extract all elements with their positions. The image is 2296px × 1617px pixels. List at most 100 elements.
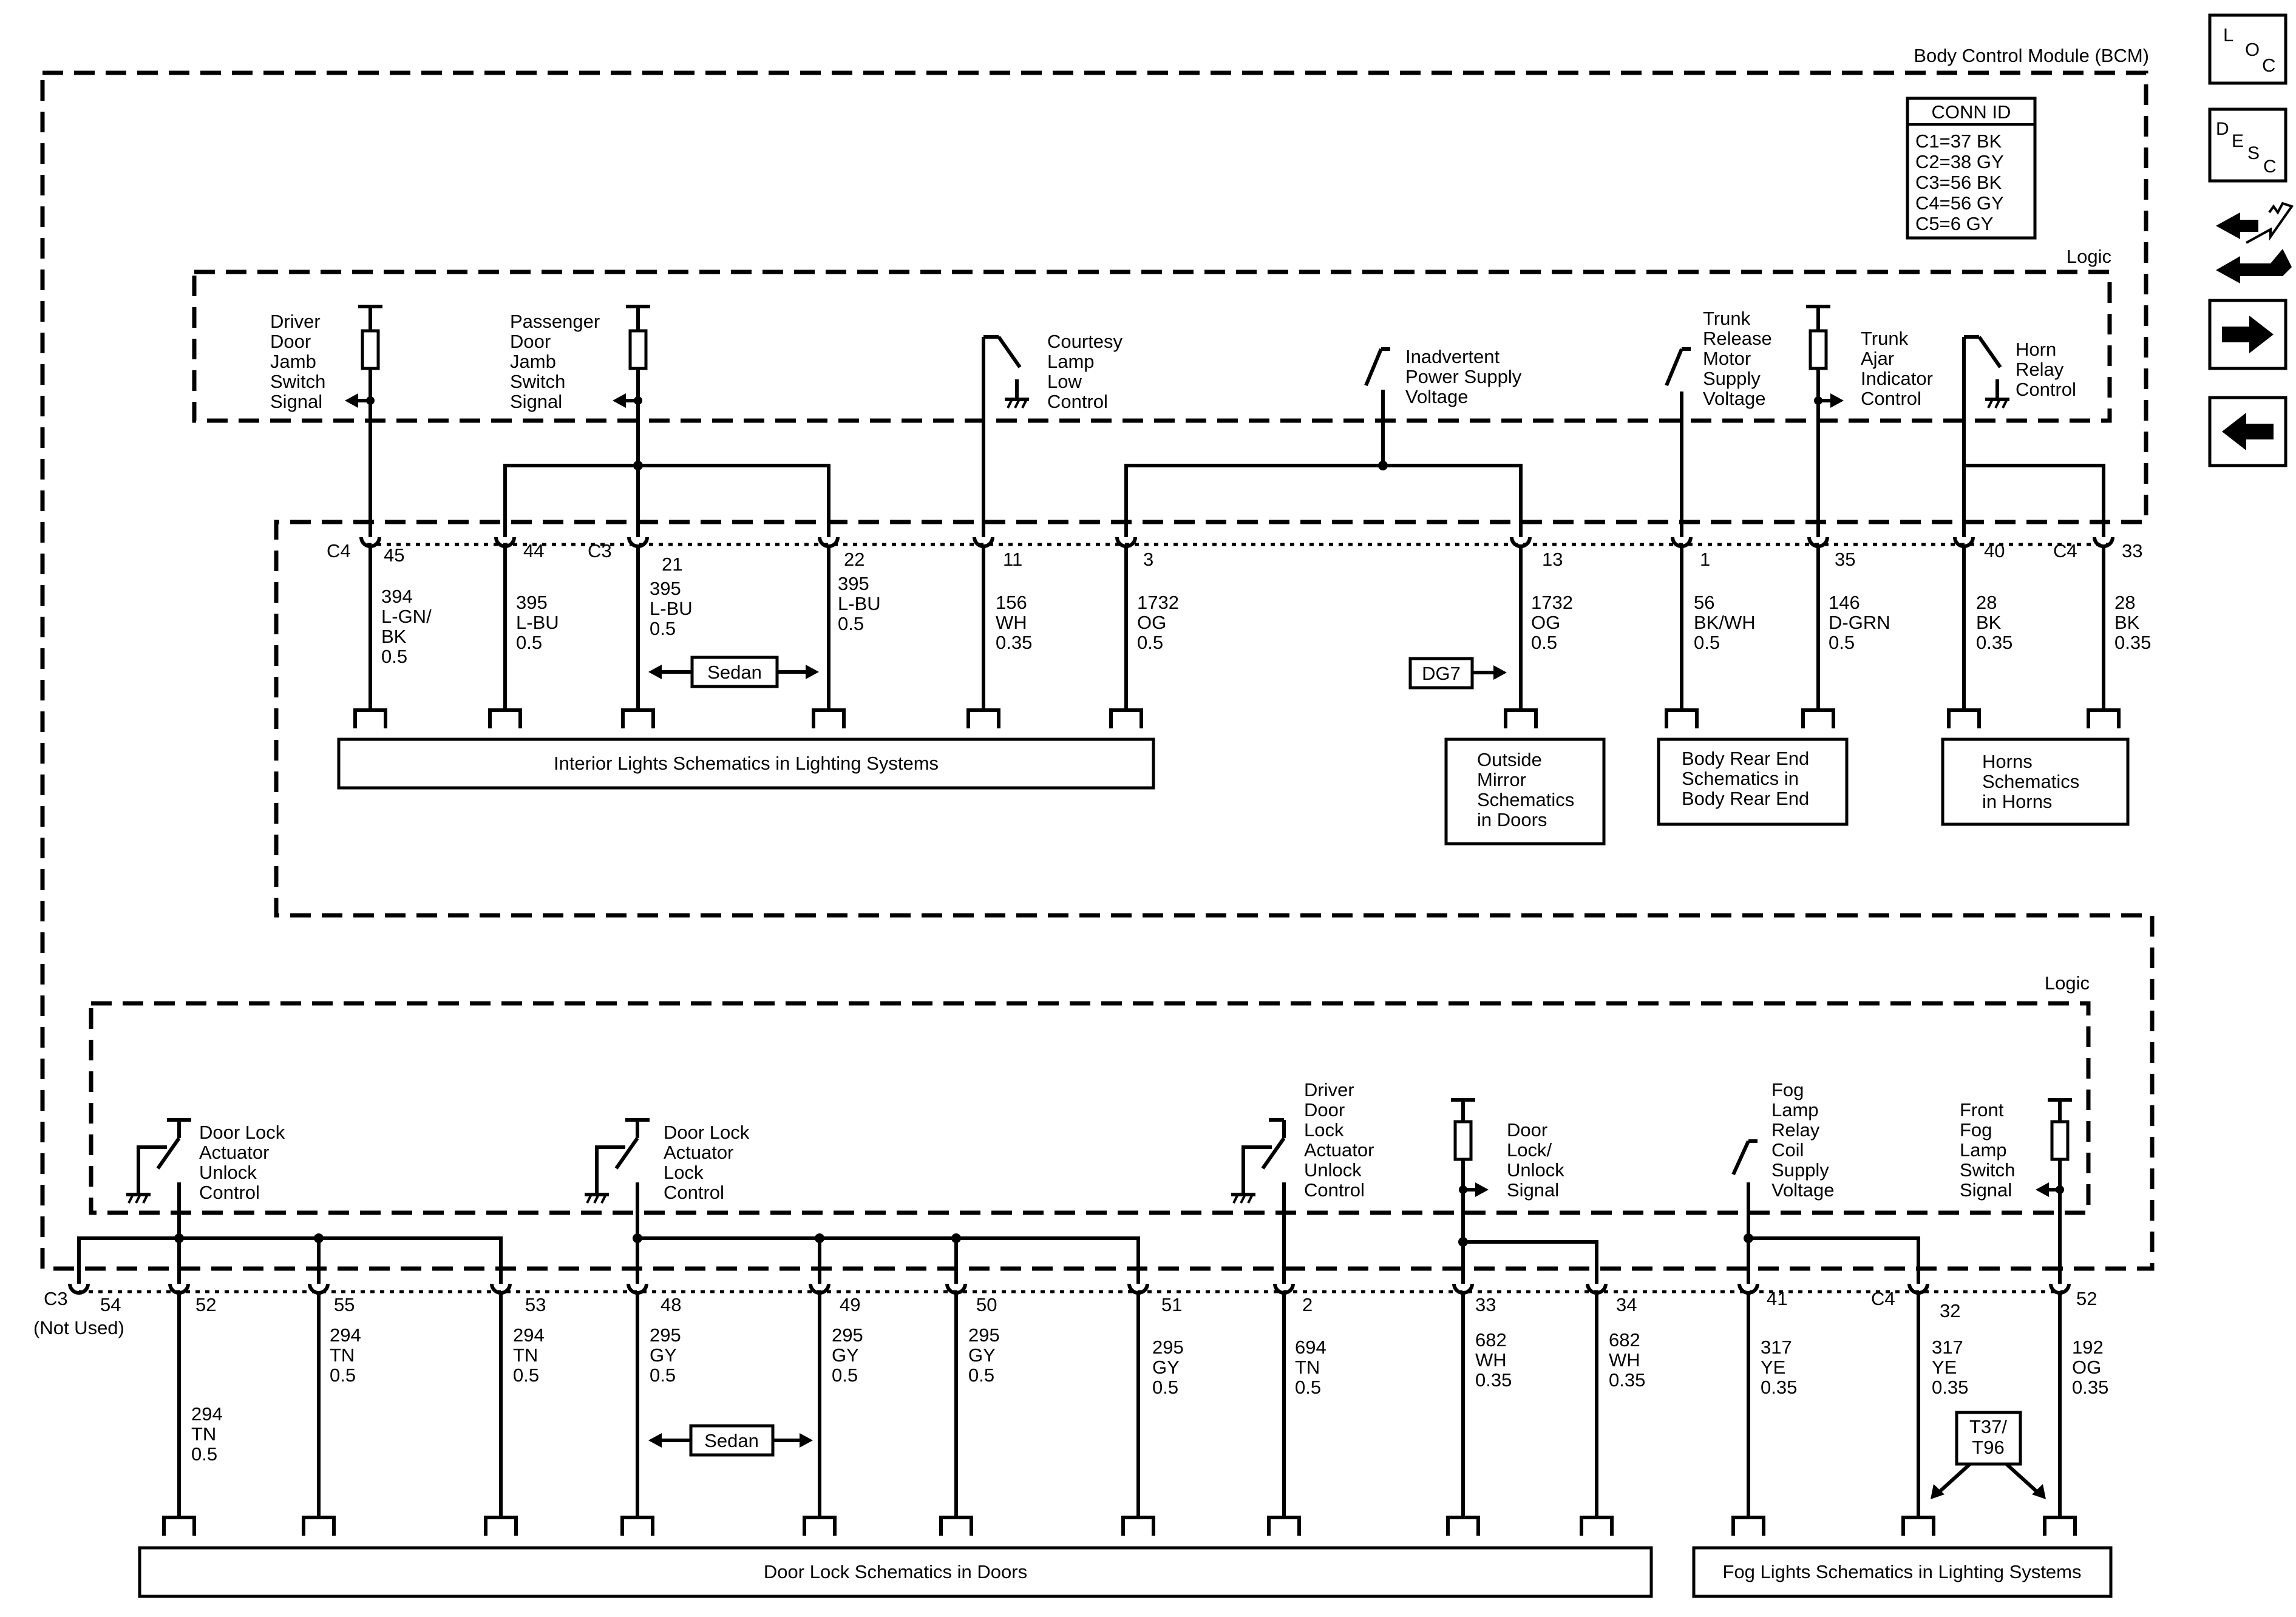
svg-text:Coil: Coil: [1771, 1139, 1804, 1161]
lower-pin: C4 32 317 YE 0.35: [1871, 1288, 1968, 1398]
unlock-switch: [126, 1118, 191, 1284]
svg-text:0.5: 0.5: [1137, 632, 1163, 653]
lower-pin: 53 294 TN 0.5: [513, 1294, 546, 1386]
door-lock-ref[interactable]: Door Lock Schematics in Doors: [138, 1546, 1653, 1598]
svg-text:0.5: 0.5: [1295, 1377, 1321, 1398]
svg-text:55: 55: [334, 1294, 355, 1315]
trunk-release-label: Trunk Release Motor Supply Voltage: [1703, 308, 1772, 409]
svg-text:Door Lock: Door Lock: [199, 1122, 285, 1143]
svg-text:Supply: Supply: [1703, 368, 1761, 389]
svg-text:Courtesy: Courtesy: [1047, 331, 1123, 352]
svg-text:Body Rear End: Body Rear End: [1682, 788, 1809, 809]
svg-text:Inadvertent: Inadvertent: [1405, 346, 1500, 367]
svg-text:Power Supply: Power Supply: [1405, 366, 1522, 387]
lower-pin: 55 294 TN 0.5: [330, 1294, 361, 1386]
driver-unlock-switch: [1231, 1118, 1286, 1284]
unlock-label: Door Lock Actuator Unlock Control: [199, 1122, 285, 1203]
lower-pin: 51 295 GY 0.5: [1152, 1294, 1184, 1398]
body-rear-end-ref[interactable]: Body Rear End Schematics in Body Rear En…: [1657, 737, 1849, 826]
svg-text:Door Lock Schematics in Doors: Door Lock Schematics in Doors: [764, 1561, 1027, 1582]
svg-text:L-GN/: L-GN/: [381, 606, 432, 627]
driver-jamb-pullup: [345, 305, 382, 537]
svg-text:41: 41: [1767, 1288, 1787, 1309]
svg-text:682: 682: [1475, 1329, 1507, 1351]
svg-text:OG: OG: [2072, 1357, 2101, 1378]
svg-text:Schematics in: Schematics in: [1682, 768, 1799, 789]
svg-text:C4: C4: [327, 540, 351, 561]
svg-text:Mirror: Mirror: [1477, 769, 1526, 790]
logic-label-upper: Logic: [2067, 246, 2111, 267]
svg-text:0.5: 0.5: [1152, 1377, 1178, 1398]
svg-text:0.35: 0.35: [996, 632, 1032, 653]
svg-text:BK: BK: [2114, 612, 2140, 633]
svg-text:1732: 1732: [1137, 592, 1179, 613]
svg-text:WH: WH: [996, 612, 1027, 633]
prev-page-button[interactable]: [2208, 396, 2288, 467]
desc-button[interactable]: D E S C: [2208, 107, 2288, 183]
svg-text:Control: Control: [1304, 1179, 1365, 1201]
svg-text:395: 395: [838, 573, 869, 594]
upper-pin: 11 156 WH 0.35: [973, 537, 1032, 710]
svg-text:Trunk: Trunk: [1703, 308, 1751, 329]
svg-text:33: 33: [1475, 1294, 1496, 1315]
conn-id-line: C5=6 GY: [1915, 213, 1993, 234]
svg-text:Switch: Switch: [270, 371, 325, 392]
svg-text:0.5: 0.5: [650, 1364, 676, 1386]
svg-text:0.5: 0.5: [838, 613, 864, 634]
lower-buses: [77, 1233, 1140, 1284]
svg-text:0.5: 0.5: [191, 1443, 217, 1465]
svg-text:Control: Control: [199, 1182, 260, 1203]
conn-id-line: C3=56 BK: [1915, 172, 2002, 193]
logic-box-upper: [192, 270, 2112, 423]
outside-mirror-ref[interactable]: Outside Mirror Schematics in Doors: [1444, 737, 1606, 846]
lower-pin: 48 295 GY 0.5: [650, 1294, 681, 1386]
inadvertent-switch: [1124, 347, 1523, 537]
svg-text:Schematics: Schematics: [1477, 789, 1574, 810]
svg-text:0.5: 0.5: [381, 646, 407, 667]
svg-text:BK: BK: [1976, 612, 2002, 633]
svg-text:0.5: 0.5: [330, 1364, 356, 1386]
next-page-button[interactable]: [2208, 299, 2288, 370]
lock-unlock-label: Door Lock/ Unlock Signal: [1507, 1119, 1564, 1201]
svg-text:Trunk: Trunk: [1861, 328, 1909, 349]
fog-relay-switch: [1731, 1139, 1920, 1284]
trunk-release-switch: [1665, 347, 1691, 537]
svg-text:Jamb: Jamb: [510, 351, 556, 372]
svg-text:C4: C4: [1871, 1288, 1895, 1309]
svg-text:WH: WH: [1475, 1349, 1507, 1371]
lower-pin: 41 317 YE 0.35: [1761, 1288, 1797, 1398]
svg-text:Control: Control: [664, 1182, 724, 1203]
svg-text:317: 317: [1932, 1337, 1963, 1358]
svg-text:32: 32: [1940, 1300, 1960, 1321]
connector-tool-icon[interactable]: [2216, 202, 2294, 283]
interior-lights-ref[interactable]: Interior Lights Schematics in Lighting S…: [337, 737, 1155, 790]
svg-text:Voltage: Voltage: [1703, 388, 1765, 409]
svg-text:Horn: Horn: [2016, 339, 2056, 360]
svg-text:Lock: Lock: [1304, 1119, 1344, 1141]
driver-unlock-label: Driver Door Lock Actuator Unlock Control: [1304, 1079, 1374, 1201]
upper-terminals: [353, 708, 2121, 728]
fog-lights-ref[interactable]: Fog Lights Schematics in Lighting System…: [1692, 1546, 2113, 1598]
lower-pin-number: 54: [100, 1294, 121, 1315]
arrow-left-icon: [2222, 413, 2274, 450]
svg-text:317: 317: [1761, 1337, 1792, 1358]
loc-button[interactable]: L O C: [2208, 13, 2288, 85]
lower-pin: 2 694 TN 0.5: [1295, 1294, 1326, 1398]
conn-id-line: C2=38 GY: [1915, 151, 2004, 172]
svg-text:L: L: [2223, 24, 2233, 46]
svg-text:53: 53: [525, 1294, 546, 1315]
svg-text:156: 156: [996, 592, 1027, 613]
logic-label-lower: Logic: [2045, 972, 2090, 994]
not-used-label: (Not Used): [33, 1317, 124, 1338]
horns-ref[interactable]: Horns Schematics in Horns: [1941, 737, 2130, 826]
sedan-option-lower: Sedan: [648, 1424, 813, 1457]
svg-text:33: 33: [2122, 540, 2142, 561]
conn-id-line: C1=37 BK: [1915, 131, 2002, 152]
svg-text:Schematics: Schematics: [1982, 771, 2079, 792]
svg-text:Motor: Motor: [1703, 348, 1751, 369]
front-fog-pullup: [2036, 1098, 2072, 1284]
inadvertent-label: Inadvertent Power Supply Voltage: [1405, 346, 1522, 407]
lower-pin: 49 295 GY 0.5: [832, 1294, 863, 1386]
lower-sockets: [68, 1283, 2071, 1517]
